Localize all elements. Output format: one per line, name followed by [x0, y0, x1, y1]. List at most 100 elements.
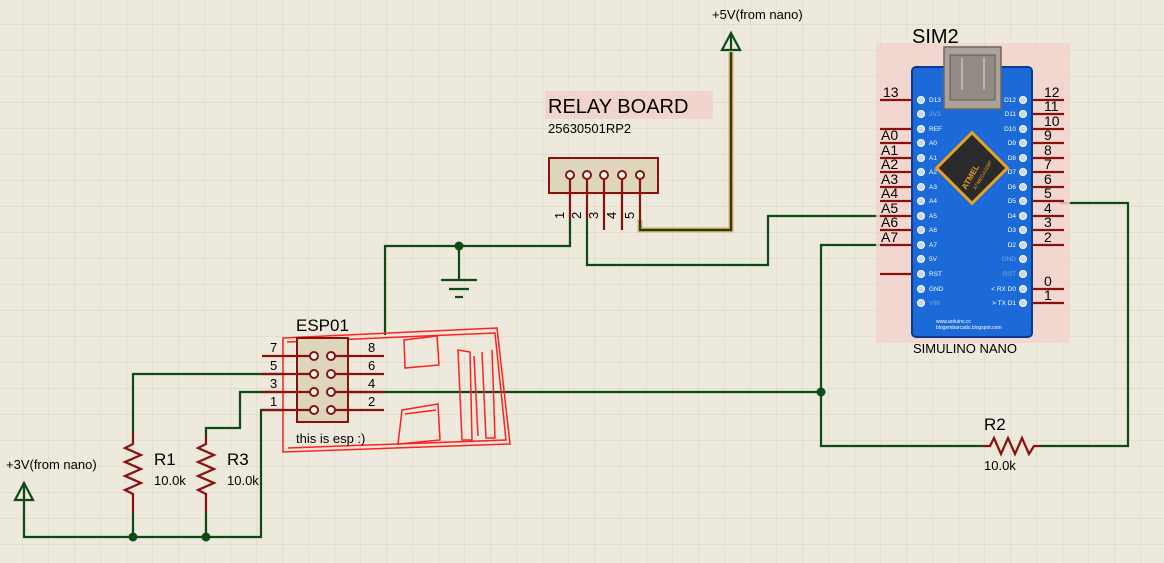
esp01-module[interactable]: ESP01 — [262, 316, 511, 453]
svg-text:6: 6 — [368, 358, 375, 373]
svg-text:6: 6 — [1044, 171, 1052, 187]
nano-right-silk: D12 D11 D10 D9 D8 D7 D6 D5 D4 D3 D2 GND … — [991, 97, 1016, 307]
svg-text:D13: D13 — [929, 97, 941, 104]
svg-text:2: 2 — [368, 394, 375, 409]
esp-pins — [262, 351, 384, 415]
svg-text:D2: D2 — [1008, 242, 1017, 249]
resistor-icon — [122, 432, 144, 512]
svg-text:3: 3 — [586, 212, 601, 219]
r2-name: R2 — [984, 415, 1006, 434]
svg-text:A4: A4 — [929, 198, 937, 205]
wire-esp3-r3 — [204, 390, 285, 436]
wires — [22, 52, 1130, 539]
wire-a7 — [819, 243, 880, 392]
svg-text:A4: A4 — [881, 185, 898, 201]
svg-text:REF: REF — [929, 126, 942, 133]
nano-left-pins — [880, 98, 916, 276]
svg-text:D11: D11 — [1005, 111, 1017, 118]
svg-text:1: 1 — [552, 212, 567, 219]
svg-text:D12: D12 — [1004, 97, 1016, 104]
nano-left-pin-numbers: 13 A0 A1 A2 A3 A4 A5 A6 A7 — [881, 84, 899, 245]
svg-text:10: 10 — [1044, 113, 1060, 129]
resistor-r1[interactable]: R1 10.0k — [122, 432, 186, 512]
svg-text:2: 2 — [1044, 229, 1052, 245]
nano-right-holes — [1019, 96, 1027, 307]
svg-text:4: 4 — [368, 376, 375, 391]
svg-text:A7: A7 — [881, 229, 898, 245]
svg-text:1: 1 — [1044, 287, 1052, 303]
svg-text:A3: A3 — [929, 184, 937, 191]
svg-text:> TX D1: > TX D1 — [992, 300, 1016, 307]
nano-footer-2: blogembarcado.blogspot.com — [936, 325, 1002, 331]
svg-text:5V: 5V — [929, 256, 938, 263]
supply-5v-label: +5V(from nano) — [712, 7, 803, 22]
ground-symbol[interactable] — [441, 278, 477, 299]
svg-text:A0: A0 — [929, 140, 937, 147]
arduino-nano[interactable]: SIM2 — [876, 26, 1070, 356]
nano-title: SIM2 — [912, 26, 959, 48]
r1-name: R1 — [154, 450, 176, 469]
svg-text:9: 9 — [1044, 127, 1052, 143]
relay-title: RELAY BOARD — [548, 96, 688, 118]
relay-board[interactable]: RELAY BOARD 25630501RP2 1 2 3 4 5 — [545, 91, 713, 230]
svg-text:4: 4 — [604, 212, 619, 219]
nano-subtitle: SIMULINO NANO — [913, 341, 1017, 356]
svg-text:A3: A3 — [881, 171, 898, 187]
svg-text:RST: RST — [929, 271, 942, 278]
esp-caption: this is esp :) — [296, 431, 365, 446]
svg-text:A6: A6 — [929, 227, 937, 234]
r2-value: 10.0k — [984, 458, 1016, 473]
svg-text:0: 0 — [1044, 273, 1052, 289]
svg-text:5: 5 — [622, 212, 637, 219]
r3-name: R3 — [227, 450, 249, 469]
svg-text:A6: A6 — [881, 214, 898, 230]
junctions — [128, 241, 826, 542]
junction-dot — [201, 532, 211, 542]
r1-value: 10.0k — [154, 473, 186, 488]
nano-right-pin-numbers: 12 11 10 9 8 7 6 5 4 3 2 0 1 — [1044, 84, 1060, 303]
wire-r2-junction — [819, 392, 982, 448]
esp-title: ESP01 — [296, 316, 349, 335]
resistor-r3[interactable]: R3 10.0k — [195, 436, 259, 512]
wire-esp5-r1 — [131, 372, 285, 432]
supply-5v[interactable]: +5V(from nano) — [712, 7, 803, 52]
svg-text:11: 11 — [1044, 98, 1059, 114]
supply-3v[interactable]: +3V(from nano) — [6, 457, 97, 502]
svg-text:RST: RST — [1003, 271, 1016, 278]
relay-pins — [565, 170, 645, 230]
svg-text:2: 2 — [569, 212, 584, 219]
esp-pin-labels: 7 5 3 1 8 6 4 2 — [270, 340, 375, 409]
svg-text:4: 4 — [1044, 200, 1052, 216]
relay-part-number: 25630501RP2 — [548, 121, 631, 136]
svg-text:GND: GND — [929, 286, 944, 293]
svg-text:1: 1 — [270, 394, 277, 409]
svg-text:D7: D7 — [1008, 169, 1017, 176]
svg-text:A2: A2 — [881, 156, 898, 172]
svg-text:8: 8 — [368, 340, 375, 355]
svg-text:13: 13 — [883, 84, 899, 100]
svg-text:12: 12 — [1044, 84, 1060, 100]
svg-text:A1: A1 — [881, 142, 898, 158]
relay-title-highlight — [545, 91, 713, 119]
svg-text:3V3: 3V3 — [929, 111, 941, 118]
wire-d5-r2 — [1040, 201, 1130, 448]
svg-text:D6: D6 — [1008, 184, 1017, 191]
svg-text:D3: D3 — [1008, 227, 1017, 234]
resistor-icon — [195, 436, 217, 512]
junction-dot — [816, 387, 826, 397]
mcu-chip-icon — [934, 130, 1010, 206]
svg-text:3: 3 — [270, 376, 277, 391]
esp-annotation-drawing — [282, 327, 511, 453]
svg-text:A5: A5 — [881, 200, 898, 216]
svg-text:GND: GND — [1002, 256, 1017, 263]
wire-relay-a5 — [585, 214, 880, 267]
wire-5v-relay — [638, 52, 733, 232]
nano-right-pins — [1028, 98, 1064, 305]
resistor-icon — [982, 435, 1040, 457]
resistor-r2[interactable]: R2 10.0k — [982, 415, 1040, 473]
wire-relay-gnd — [383, 220, 572, 335]
svg-text:D10: D10 — [1004, 126, 1016, 133]
nano-footer-1: www.arduino.cc — [936, 319, 972, 325]
supply-3v-label: +3V(from nano) — [6, 457, 97, 472]
